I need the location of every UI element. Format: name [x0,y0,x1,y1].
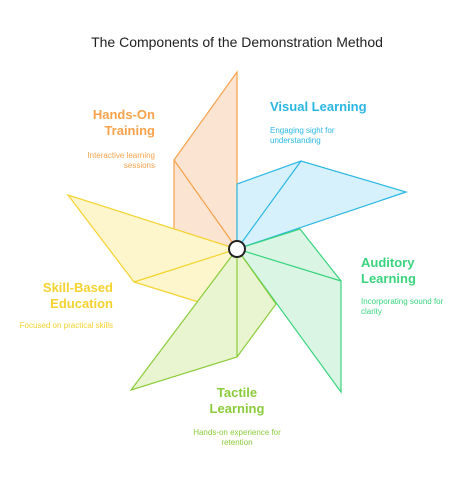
visual-title: Visual Learning [270,99,390,115]
hands-on-title-line-2: Training [104,123,155,138]
visual-desc-line-1: Engaging sight for [270,126,335,135]
visual-description: Engaging sight for understanding [270,126,390,146]
skill-description: Focused on practical skills [3,321,113,331]
auditory-desc-line-1: Incorporating sound for [361,297,444,306]
auditory-title-line-1: Auditory [361,255,415,270]
hands-on-desc-line-2: sessions [123,161,155,170]
hands-on-description: Interactive learning sessions [60,151,155,171]
hands-on-blade-crease [173,159,238,250]
tactile-title: Tactile Learning [177,385,297,417]
hands-on-title: Hands-On Training [60,107,155,139]
skill-title: Skill-Based Education [13,280,113,312]
tactile-title-line-2: Learning [209,401,265,416]
page-title: The Components of the Demonstration Meth… [91,34,383,50]
center-hub [228,240,246,258]
skill-title-line-1: Skill-Based [42,280,113,295]
tactile-desc-line-1: Hands-on experience for [193,428,281,437]
visual-blade-crease [236,160,302,250]
tactile-description: Hands-on experience for retention [172,428,302,448]
skill-desc-line-1: Focused on practical skills [19,321,113,330]
skill-blade-crease [133,248,238,283]
hands-on-desc-line-1: Interactive learning [87,151,155,160]
visual-blade [236,160,408,250]
auditory-blade-crease [236,248,342,282]
hands-on-blade [173,70,238,250]
hands-on-title-line-1: Hands-On [92,107,155,122]
tactile-title-line-1: Tactile [216,385,258,400]
auditory-title-line-2: Learning [361,271,416,286]
tactile-desc-line-2: retention [221,438,253,447]
auditory-description: Incorporating sound for clarity [361,297,471,317]
skill-title-line-2: Education [50,296,113,311]
auditory-desc-line-2: clarity [361,307,382,316]
visual-title-line-1: Visual Learning [270,99,367,114]
auditory-title: Auditory Learning [361,255,461,287]
visual-desc-line-2: understanding [270,136,321,145]
